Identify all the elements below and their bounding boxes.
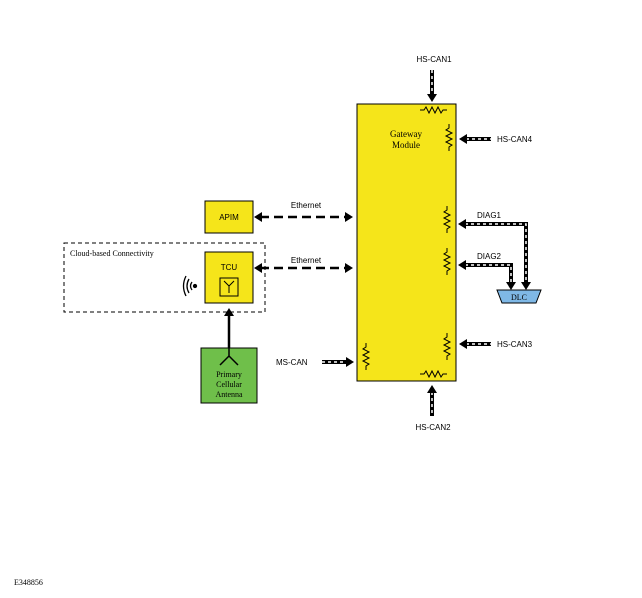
antenna-icon: [219, 277, 239, 297]
antenna-label-line3: Antenna: [215, 390, 243, 399]
bus-labels: HS-CAN1 HS-CAN2 HS-CAN4 HS-CAN3 MS-CAN D…: [276, 55, 533, 432]
figure-id: E348856: [14, 578, 43, 587]
label-hs-can3: HS-CAN3: [497, 340, 533, 349]
label-ms-can: MS-CAN: [276, 358, 308, 367]
ethernet-top-label: Ethernet: [291, 201, 322, 210]
tcu-label: TCU: [221, 263, 238, 272]
ethernet-bottom-label: Ethernet: [291, 256, 322, 265]
label-hs-can1: HS-CAN1: [416, 55, 452, 64]
primary-cellular-antenna: Primary Cellular Antenna: [200, 347, 258, 404]
termination-resistors: [361, 105, 454, 379]
resistor-ms-can: [361, 343, 371, 370]
dlc-connector: DLC: [496, 289, 542, 304]
antenna-label-line2: Cellular: [216, 380, 242, 389]
label-diag2: DIAG2: [477, 252, 502, 261]
resistor-diag2: [442, 248, 452, 275]
resistor-hs-can3: [442, 333, 452, 360]
label-diag1: DIAG1: [477, 211, 502, 220]
bus-diag2-line: [465, 263, 513, 283]
resistor-hs-can2: [420, 369, 447, 379]
gateway-label-line2: Module: [392, 140, 420, 150]
apim-module: APIM: [204, 200, 254, 234]
bus-connectors: [322, 70, 531, 416]
antenna-link: [224, 308, 234, 348]
label-hs-can4: HS-CAN4: [497, 135, 533, 144]
dlc-label: DLC: [511, 293, 527, 302]
tcu-module: TCU: [204, 251, 254, 304]
label-hs-can2: HS-CAN2: [415, 423, 451, 432]
resistor-hs-can4: [444, 124, 454, 151]
resistor-diag1: [442, 206, 452, 233]
cloud-connectivity-group: Cloud-based Connectivity: [63, 242, 266, 313]
antenna-label-line1: Primary: [216, 370, 242, 379]
resistor-hs-can1: [420, 105, 447, 115]
wireless-signal-icon: [182, 275, 198, 297]
gateway-module: Gateway Module: [356, 103, 457, 382]
apim-label: APIM: [219, 213, 239, 222]
ethernet-links: Ethernet Ethernet: [254, 201, 353, 273]
gateway-label-line1: Gateway: [390, 129, 422, 139]
cloud-connectivity-label: Cloud-based Connectivity: [70, 249, 154, 258]
